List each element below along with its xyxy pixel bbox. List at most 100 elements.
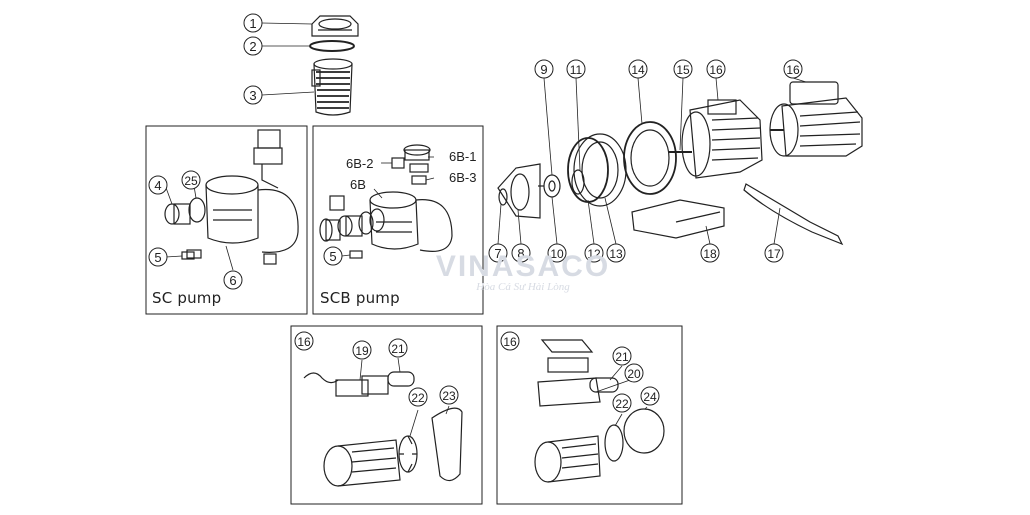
callout-18: 18 [700,243,720,263]
motor-base [631,199,725,239]
svg-text:6B: 6B [350,177,366,192]
svg-text:23: 23 [442,389,456,403]
strainer-lid [311,15,359,37]
sc-pump-panel [145,125,308,315]
motor-single-small [323,439,401,487]
callout-13: 13 [606,243,626,263]
diffuser-gasket [498,188,508,206]
fan-cover-three [623,408,665,454]
motor-single-phase [681,99,763,179]
base-support-bracket [743,183,844,246]
callout-16-single-panel: 16 [294,331,314,351]
sc-pump-body [164,129,299,265]
three-phase-motor-panel [496,325,683,505]
svg-text:18: 18 [703,247,717,261]
callout-20: 20 [624,363,644,383]
svg-text:7: 7 [494,246,501,261]
strainer-basket [311,58,353,116]
callout-16-three-panel: 16 [500,331,520,351]
callout-16-three-phase: 16 [783,59,803,79]
svg-text:6B-2: 6B-2 [346,156,373,171]
terminal-block [547,357,589,373]
clamp-ring [623,121,677,195]
callout-6b-3: 6B-3 [449,170,476,185]
callout-2: 2 [243,36,263,56]
motor-three-phase [769,81,863,157]
svg-text:15: 15 [676,63,690,77]
callout-9: 9 [534,59,554,79]
svg-text:6B-3: 6B-3 [449,170,476,185]
svg-text:10: 10 [550,247,564,261]
callout-6: 6 [223,270,243,290]
scb-drain-plug [349,250,363,259]
callout-22-single: 22 [408,387,428,407]
callout-bubbles: 1 2 3 4 25 5 6 6B-2 6B-1 6B-3 6B 5 9 11 … [148,13,803,413]
callout-6b-2: 6B-2 [346,156,373,171]
callout-3: 3 [243,85,263,105]
svg-text:22: 22 [411,391,425,405]
callout-22-three: 22 [612,393,632,413]
callout-6b: 6B [350,177,366,192]
svg-text:1: 1 [249,16,256,31]
diffuser-plate [497,163,541,219]
sc-pump-caption: SC pump [152,289,222,307]
svg-text:6: 6 [229,273,236,288]
callout-6b-1: 6B-1 [449,149,476,164]
scb-pump-panel [312,125,484,315]
terminal-box-three [537,339,601,407]
callout-17: 17 [764,243,784,263]
callout-21-single: 21 [388,338,408,358]
callout-11: 11 [566,59,586,79]
callout-15: 15 [673,59,693,79]
svg-text:13: 13 [609,247,623,261]
svg-text:12: 12 [587,247,601,261]
svg-text:4: 4 [154,178,161,193]
svg-text:16: 16 [709,63,723,77]
callout-5-sc: 5 [148,247,168,267]
callout-1: 1 [243,13,263,33]
svg-text:21: 21 [391,342,405,356]
svg-text:19: 19 [355,344,369,358]
callout-21-three: 21 [612,346,632,366]
callout-5-scb: 5 [323,246,343,266]
cable-gland [589,377,619,393]
scb-pump-caption: SCB pump [320,289,400,307]
svg-text:2: 2 [249,39,256,54]
svg-text:16: 16 [297,335,311,349]
svg-text:16: 16 [786,63,800,77]
fan-three [604,424,624,462]
callout-25: 25 [181,170,201,190]
svg-text:17: 17 [767,247,781,261]
callout-16-motor: 16 [706,59,726,79]
fan-single [398,435,418,473]
callout-24: 24 [640,386,660,406]
callout-23: 23 [439,385,459,405]
sc-drain-plug [181,251,195,260]
capacitor [303,372,369,397]
single-phase-motor-panel [290,325,483,505]
svg-text:24: 24 [643,390,657,404]
callout-19: 19 [352,340,372,360]
callout-7: 7 [488,243,508,263]
svg-text:6B-1: 6B-1 [449,149,476,164]
svg-text:14: 14 [631,63,645,77]
motor-three-small [534,435,601,483]
callout-10: 10 [547,243,567,263]
svg-text:9: 9 [540,62,547,77]
scb-pump-body [319,144,453,252]
svg-text:16: 16 [503,335,517,349]
callout-4: 4 [148,175,168,195]
callout-14: 14 [628,59,648,79]
impeller [543,174,561,198]
lid-o-ring [309,40,355,52]
svg-text:21: 21 [615,350,629,364]
fan-cover-single [431,407,463,482]
svg-text:5: 5 [154,250,161,265]
svg-text:5: 5 [329,249,336,264]
capacitor-cover [387,371,415,387]
terminal-box-cover [361,375,389,395]
svg-text:20: 20 [627,367,641,381]
callout-8: 8 [511,243,531,263]
svg-text:25: 25 [184,174,198,188]
